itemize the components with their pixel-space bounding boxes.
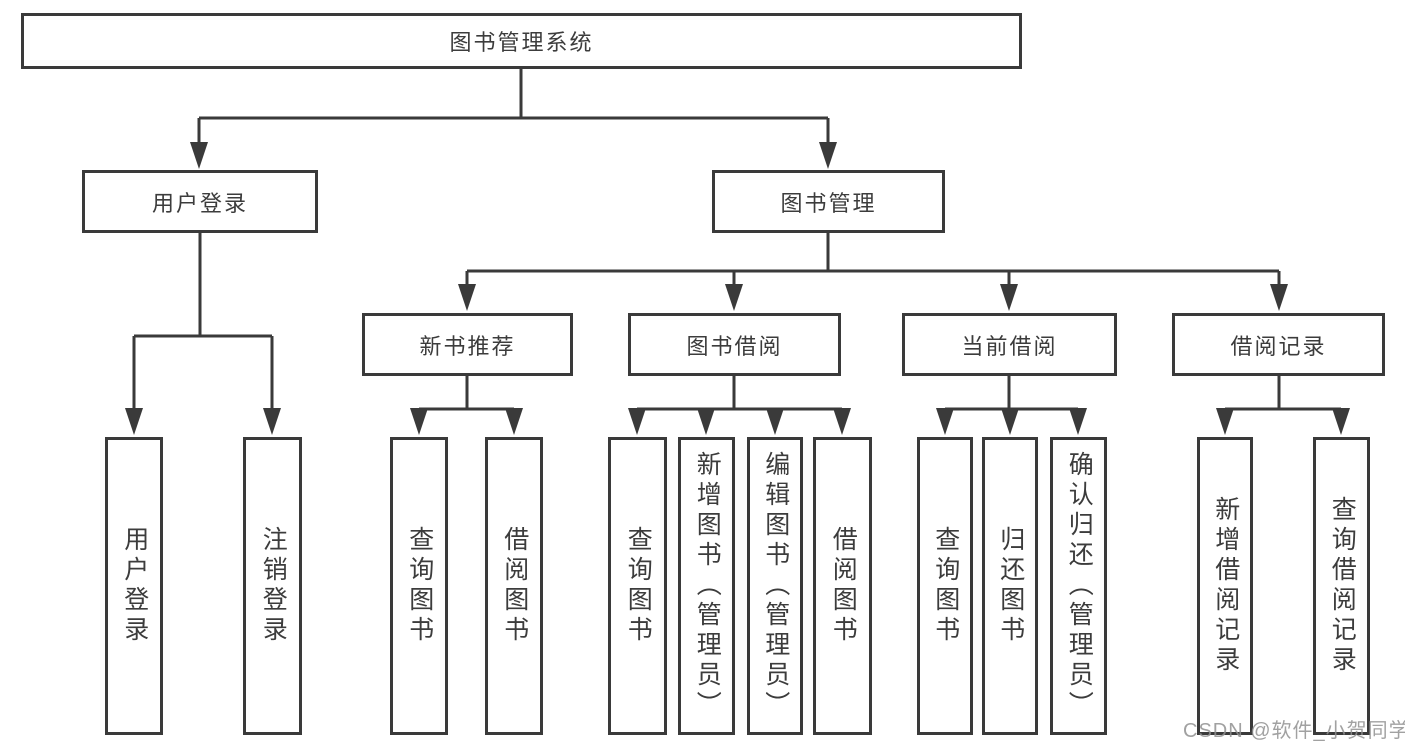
leaf-edit-book-admin-label: 编辑图书（管理员） [761, 451, 790, 721]
leaf-add-book-admin: 新增图书（管理员） [678, 437, 735, 735]
node-library-system: 图书管理系统 [21, 13, 1022, 69]
node-borrow-records: 借阅记录 [1172, 313, 1385, 376]
leaf-query-books-recommend: 查询图书 [390, 437, 448, 735]
csdn-watermark: CSDN @软件_小贺同学 [1183, 720, 1405, 742]
leaf-add-borrow-record: 新增借阅记录 [1197, 437, 1253, 735]
leaf-edit-book-admin: 编辑图书（管理员） [747, 437, 803, 735]
leaf-query-borrow-record-label: 查询借阅记录 [1328, 496, 1357, 676]
leaf-return-books-label: 归还图书 [996, 526, 1025, 646]
leaf-return-books: 归还图书 [982, 437, 1038, 735]
leaf-borrow-books-recommend: 借阅图书 [485, 437, 543, 735]
node-current-borrowing: 当前借阅 [902, 313, 1117, 376]
leaf-query-borrow-record: 查询借阅记录 [1313, 437, 1370, 735]
leaf-borrow-books-recommend-label: 借阅图书 [500, 526, 529, 646]
node-book-management-label: 图书管理 [780, 190, 877, 216]
leaf-user-login: 用户登录 [105, 437, 163, 735]
node-current-borrowing-label: 当前借阅 [961, 333, 1058, 359]
leaf-logout-label: 注销登录 [259, 526, 288, 646]
leaf-query-books-current: 查询图书 [917, 437, 973, 735]
leaf-borrow-books: 借阅图书 [813, 437, 872, 735]
leaf-add-borrow-record-label: 新增借阅记录 [1211, 496, 1240, 676]
leaf-query-books-borrowing-label: 查询图书 [624, 526, 653, 646]
node-library-system-label: 图书管理系统 [449, 30, 594, 55]
node-borrow-records-label: 借阅记录 [1230, 333, 1327, 359]
node-new-book-recommend-label: 新书推荐 [419, 333, 516, 359]
leaf-confirm-return-admin: 确认归还（管理员） [1050, 437, 1107, 735]
node-book-management: 图书管理 [712, 170, 945, 233]
leaf-user-login-label: 用户登录 [120, 526, 149, 646]
leaf-query-books-borrowing: 查询图书 [608, 437, 667, 735]
node-new-book-recommend: 新书推荐 [362, 313, 573, 376]
leaf-borrow-books-label: 借阅图书 [829, 526, 858, 646]
node-user-login: 用户登录 [82, 170, 318, 233]
leaf-confirm-return-admin-label: 确认归还（管理员） [1065, 451, 1094, 721]
node-user-login-label: 用户登录 [151, 190, 248, 216]
leaf-logout: 注销登录 [243, 437, 302, 735]
leaf-query-books-recommend-label: 查询图书 [405, 526, 434, 646]
leaf-query-books-current-label: 查询图书 [931, 526, 960, 646]
node-book-borrowing: 图书借阅 [628, 313, 841, 376]
arrowhead-icons [125, 142, 1350, 435]
node-book-borrowing-label: 图书借阅 [686, 333, 783, 359]
leaf-add-book-admin-label: 新增图书（管理员） [693, 451, 722, 721]
